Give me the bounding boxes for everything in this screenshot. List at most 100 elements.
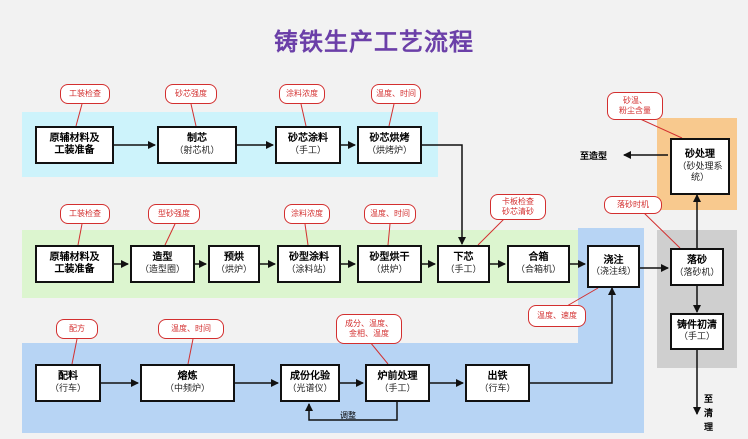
arrow-corebake-setcore — [422, 144, 466, 245]
box-sublabel: （涂料站） — [286, 264, 332, 275]
to-molding-label: 至造型 — [580, 152, 608, 162]
box-sublabel: 工装准备 — [54, 264, 95, 275]
diagram-title: 铸铁生产工艺流程 — [274, 27, 474, 56]
pre-baking-box: 预烘 （烘炉） — [208, 245, 260, 283]
to-cleaning-label-3: 理 — [704, 423, 714, 433]
note-pointer — [387, 223, 391, 246]
molding-box: 造型 （造型圈） — [130, 245, 195, 283]
note-temperature-time-mold: 温度、时间 — [364, 204, 416, 224]
note-pointer — [71, 338, 78, 365]
mold-closing-box: 合箱 （合箱机） — [507, 245, 570, 283]
box-label: 砂芯涂料 — [288, 133, 328, 145]
note-coating-concentration-mold: 涂料浓度 — [284, 204, 330, 224]
box-label: 合箱 — [528, 252, 549, 264]
note-pointer — [187, 338, 194, 365]
note-tooling-check-mold: 工装检查 — [60, 204, 110, 224]
note-pointer — [637, 117, 683, 139]
box-sublabel: （浇注线） — [590, 267, 636, 278]
tapping-box: 出铁 （行车） — [465, 364, 530, 402]
box-label: 砂型涂料 — [289, 252, 329, 264]
box-sublabel: （落砂机） — [674, 267, 720, 278]
box-label: 原辅材料及 — [49, 251, 100, 263]
note-composition-metallography: 成分、温度、 金相、温度 — [336, 314, 402, 344]
raw-materials-box-core: 原辅材料及 工装准备 — [35, 126, 114, 164]
box-sublabel: （中频炉） — [164, 383, 210, 394]
core-setting-box: 下芯 （手工） — [437, 245, 490, 283]
box-label: 砂芯烘烤 — [369, 133, 410, 145]
note-shakeout-timing: 落砂时机 — [604, 196, 662, 214]
box-label: 砂型烘干 — [369, 252, 410, 264]
sand-processing-box: 砂处理 （砂处理系统） — [670, 138, 730, 195]
arrow-adjust-loop — [305, 402, 398, 421]
box-label: 炉前处理 — [377, 371, 418, 383]
charging-box: 配料 （行车） — [35, 364, 101, 402]
box-sublabel: （砂处理系统） — [677, 161, 723, 183]
box-sublabel: （烘炉） — [371, 264, 408, 275]
composition-analysis-box: 成份化验 （光谱仪） — [280, 364, 340, 402]
box-label: 浇注 — [603, 254, 624, 266]
core-baking-box: 砂芯烘烤 （烘烤炉） — [357, 126, 422, 164]
box-sublabel: （手工） — [379, 383, 416, 394]
note-board-check-core-clean: 卡板检查 砂芯清砂 — [490, 194, 546, 220]
note-pointer — [77, 223, 83, 246]
note-tooling-check-core: 工装检查 — [60, 84, 110, 104]
box-sublabel: （行车） — [49, 383, 86, 394]
pouring-box: 浇注 （浇注线） — [587, 245, 640, 288]
box-label: 配料 — [58, 371, 78, 383]
box-label: 熔炼 — [177, 371, 198, 383]
box-sublabel: （烘烤炉） — [366, 145, 412, 156]
box-sublabel: （烘炉） — [215, 264, 252, 275]
note-formula: 配方 — [56, 319, 98, 339]
note-temperature-time-melt: 温度、时间 — [158, 319, 224, 339]
note-pointer — [75, 103, 83, 127]
box-sublabel: 工装准备 — [54, 145, 95, 156]
to-cleaning-label-1: 至 — [704, 395, 714, 405]
note-pointer — [477, 217, 506, 246]
mold-coating-box: 砂型涂料 （涂料站） — [277, 245, 341, 283]
note-coating-concentration-core: 涂料浓度 — [279, 84, 325, 104]
box-label: 砂处理 — [685, 149, 715, 160]
casting-cleaning-box: 铸件初清 （手工） — [670, 313, 724, 350]
note-temperature-time-core: 温度、时间 — [371, 84, 421, 104]
box-label: 落砂 — [687, 255, 707, 267]
note-pointer — [190, 103, 197, 127]
note-pointer — [164, 223, 176, 246]
box-sublabel: （手工） — [289, 145, 326, 156]
note-sand-temperature-dust: 砂温、 粉尘含量 — [607, 92, 663, 120]
box-label: 造型 — [152, 252, 173, 264]
mold-drying-box: 砂型烘干 （烘炉） — [357, 245, 422, 283]
box-label: 制芯 — [187, 133, 207, 145]
core-making-box: 制芯 （射芯机） — [157, 126, 237, 164]
to-cleaning-label-2: 清 — [704, 409, 714, 419]
arrow-tap-pour — [530, 287, 616, 384]
box-sublabel: （射芯机） — [174, 145, 220, 156]
box-label: 下芯 — [453, 252, 474, 264]
note-pointer — [642, 211, 681, 249]
box-label: 铸件初清 — [677, 319, 717, 331]
note-core-strength: 砂芯强度 — [165, 84, 217, 104]
box-sublabel: （造型圈） — [139, 264, 185, 275]
core-coating-box: 砂芯涂料 （手工） — [275, 126, 341, 164]
box-label: 出铁 — [487, 371, 508, 383]
note-pointer — [300, 103, 307, 127]
raw-materials-box-mold: 原辅材料及 工装准备 — [35, 245, 114, 283]
shakeout-box: 落砂 （落砂机） — [670, 248, 724, 286]
box-sublabel: （手工） — [445, 264, 482, 275]
note-pointer — [304, 223, 309, 246]
box-label: 预烘 — [224, 252, 244, 264]
note-pointer — [369, 341, 389, 365]
adjust-label: 调整 — [340, 411, 356, 420]
box-sublabel: （行车） — [479, 383, 516, 394]
note-pointer — [388, 103, 395, 127]
box-sublabel: （合箱机） — [515, 264, 561, 275]
box-label: 原辅材料及 — [49, 132, 100, 144]
note-sand-strength: 型砂强度 — [148, 204, 200, 224]
box-label: 成份化验 — [290, 371, 330, 383]
box-sublabel: （光谱仪） — [287, 383, 333, 394]
pre-furnace-treatment-box: 炉前处理 （手工） — [365, 364, 430, 402]
note-temperature-speed: 温度、速度 — [528, 305, 586, 327]
box-sublabel: （手工） — [678, 332, 715, 343]
melting-box: 熔炼 （中频炉） — [140, 364, 235, 402]
